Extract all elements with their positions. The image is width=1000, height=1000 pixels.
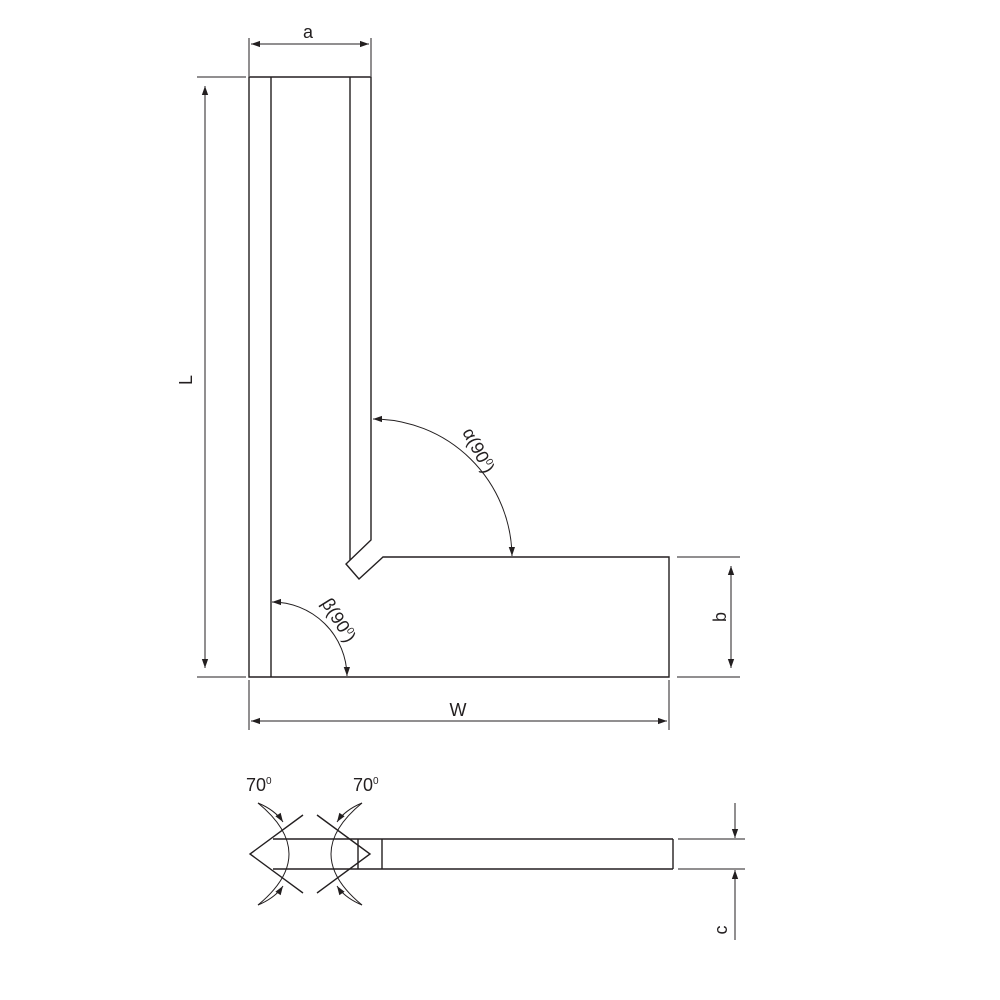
label-beta: β(900) [318,595,360,646]
square-outline [248,76,670,678]
angle-alpha: α(900) [372,415,516,557]
edge-view: 700 700 [246,775,674,906]
label-W: W [450,700,467,720]
dimension-b: b [677,556,740,678]
label-a: a [303,22,314,42]
label-L: L [176,375,196,385]
dimension-L: L [176,76,246,678]
angle-beta: β(900) [271,595,360,677]
label-alpha: α(900) [458,424,498,476]
dimension-c: c [678,803,745,940]
label-b: b [710,612,730,622]
label-angle-right: 700 [353,775,379,795]
dimension-a: a [248,22,372,76]
dimension-W: W [248,680,670,730]
label-angle-left: 700 [246,775,272,795]
label-c: c [711,926,731,935]
